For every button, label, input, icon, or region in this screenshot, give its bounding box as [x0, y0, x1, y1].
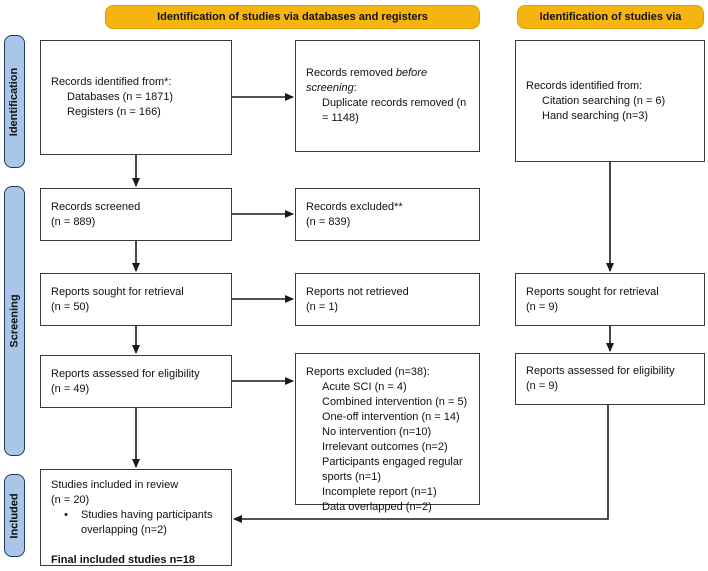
- box-item: Incomplete report (n=1): [322, 486, 437, 498]
- box-reports-not-retrieved: Reports not retrieved (n = 1): [295, 273, 480, 326]
- box-reports-sought-db: Reports sought for retrieval (n = 50): [40, 273, 232, 326]
- box-line: (n = 20): [51, 494, 90, 506]
- box-item: Participants engaged regular sports (n=1…: [322, 456, 463, 483]
- stage-included: Included: [4, 474, 25, 557]
- box-title: Records identified from*:: [51, 76, 172, 88]
- box-records-removed: Records removed before screening: Duplic…: [295, 40, 480, 152]
- stage-identification: Identification: [4, 35, 25, 168]
- stage-screening-label: Screening: [8, 294, 21, 348]
- box-line: (n = 889): [51, 215, 96, 228]
- box-line: (n = 9): [526, 380, 559, 392]
- box-title: Records identified from:: [526, 79, 643, 92]
- box-reports-assessed-other: Reports assessed for eligibility (n = 9): [515, 353, 705, 405]
- bullet-item: • Studies having participants overlappin…: [51, 508, 226, 538]
- box-item: Registers (n = 166): [67, 106, 161, 118]
- box-item: Irrelevant outcomes (n=2): [322, 441, 448, 453]
- stage-screening: Screening: [4, 186, 25, 456]
- title-post: :: [353, 82, 357, 94]
- box-item: Acute SCI (n = 4): [322, 381, 407, 393]
- title-pre: Records removed: [306, 67, 396, 79]
- box-line: Reports assessed for eligibility: [526, 365, 675, 377]
- box-reports-excluded: Reports excluded (n=38): Acute SCI (n = …: [295, 353, 480, 513]
- box-line: Reports sought for retrieval: [526, 285, 659, 298]
- banner-other-methods: Identification of studies via: [517, 5, 704, 29]
- box-line: Records excluded**: [306, 200, 403, 213]
- box-line: (n = 1): [306, 300, 339, 313]
- stage-identification-label: Identification: [8, 67, 21, 136]
- title-em: before screening: [306, 67, 428, 94]
- box-records-screened: Records screened (n = 889): [40, 188, 232, 241]
- final-included-line: Final included studies n=18: [51, 554, 195, 566]
- box-line: (n = 839): [306, 215, 351, 228]
- box-item: No intervention (n=10): [322, 426, 432, 438]
- box-line: Records screened: [51, 200, 141, 213]
- box-line: Reports not retrieved: [306, 285, 409, 298]
- box-line: Reports assessed for eligibility: [51, 367, 200, 380]
- box-records-identified-databases: Records identified from*: Databases (n =…: [40, 40, 232, 155]
- box-reports-sought-other: Reports sought for retrieval (n = 9): [515, 273, 705, 326]
- box-item: One-off intervention (n = 14): [322, 411, 460, 423]
- box-records-identified-other: Records identified from: Citation search…: [515, 40, 705, 162]
- stage-included-label: Included: [8, 492, 21, 539]
- box-records-excluded: Records excluded** (n = 839): [295, 188, 480, 241]
- box-reports-assessed-db: Reports assessed for eligibility (n = 49…: [40, 355, 232, 408]
- box-line: (n = 9): [526, 300, 559, 313]
- bullet-glyph: •: [64, 509, 68, 521]
- banner-databases-registers: Identification of studies via databases …: [105, 5, 480, 29]
- box-item: Combined intervention (n = 5): [322, 396, 468, 408]
- box-item: Duplicate records removed (n = 1148): [322, 97, 467, 124]
- box-title: Reports excluded (n=38):: [306, 366, 430, 378]
- box-studies-included: Studies included in review (n = 20) • St…: [40, 469, 232, 566]
- box-item: Hand searching (n=3): [542, 109, 649, 122]
- box-line: (n = 49): [51, 382, 90, 395]
- box-line: Reports sought for retrieval: [51, 285, 184, 298]
- box-line: Studies included in review: [51, 479, 179, 491]
- box-item: Databases (n = 1871): [67, 91, 174, 103]
- box-line: (n = 50): [51, 300, 90, 313]
- box-item: Data overlapped (n=2): [322, 501, 432, 513]
- box-title: Records removed before screening:: [306, 66, 474, 96]
- box-item: Citation searching (n = 6): [542, 94, 666, 107]
- bullet-text: Studies having participants overlapping …: [81, 509, 213, 536]
